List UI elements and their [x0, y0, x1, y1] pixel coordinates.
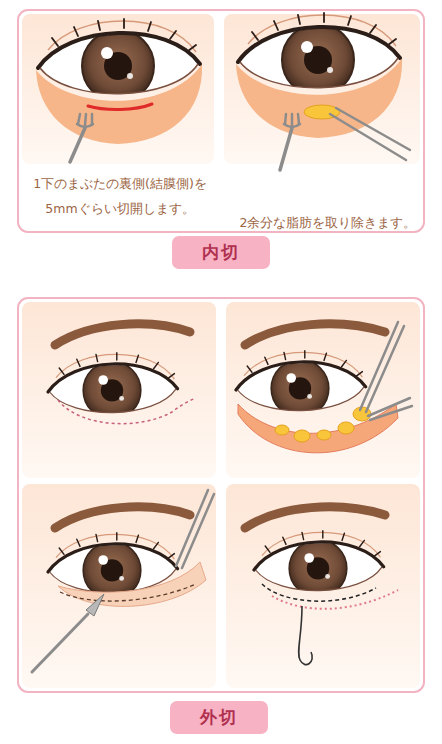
- tab-text: 内切: [202, 241, 240, 264]
- tab-text: 外切: [200, 706, 238, 729]
- step-caption: 2余分な脂肪を取り除きます。: [234, 210, 422, 235]
- step-caption: 1下のまぶたの裏側(結膜側)を 5mmぐらい切開します。: [24, 171, 216, 221]
- tab-label: 外切: [170, 701, 268, 734]
- tab-label: 内切: [172, 236, 270, 269]
